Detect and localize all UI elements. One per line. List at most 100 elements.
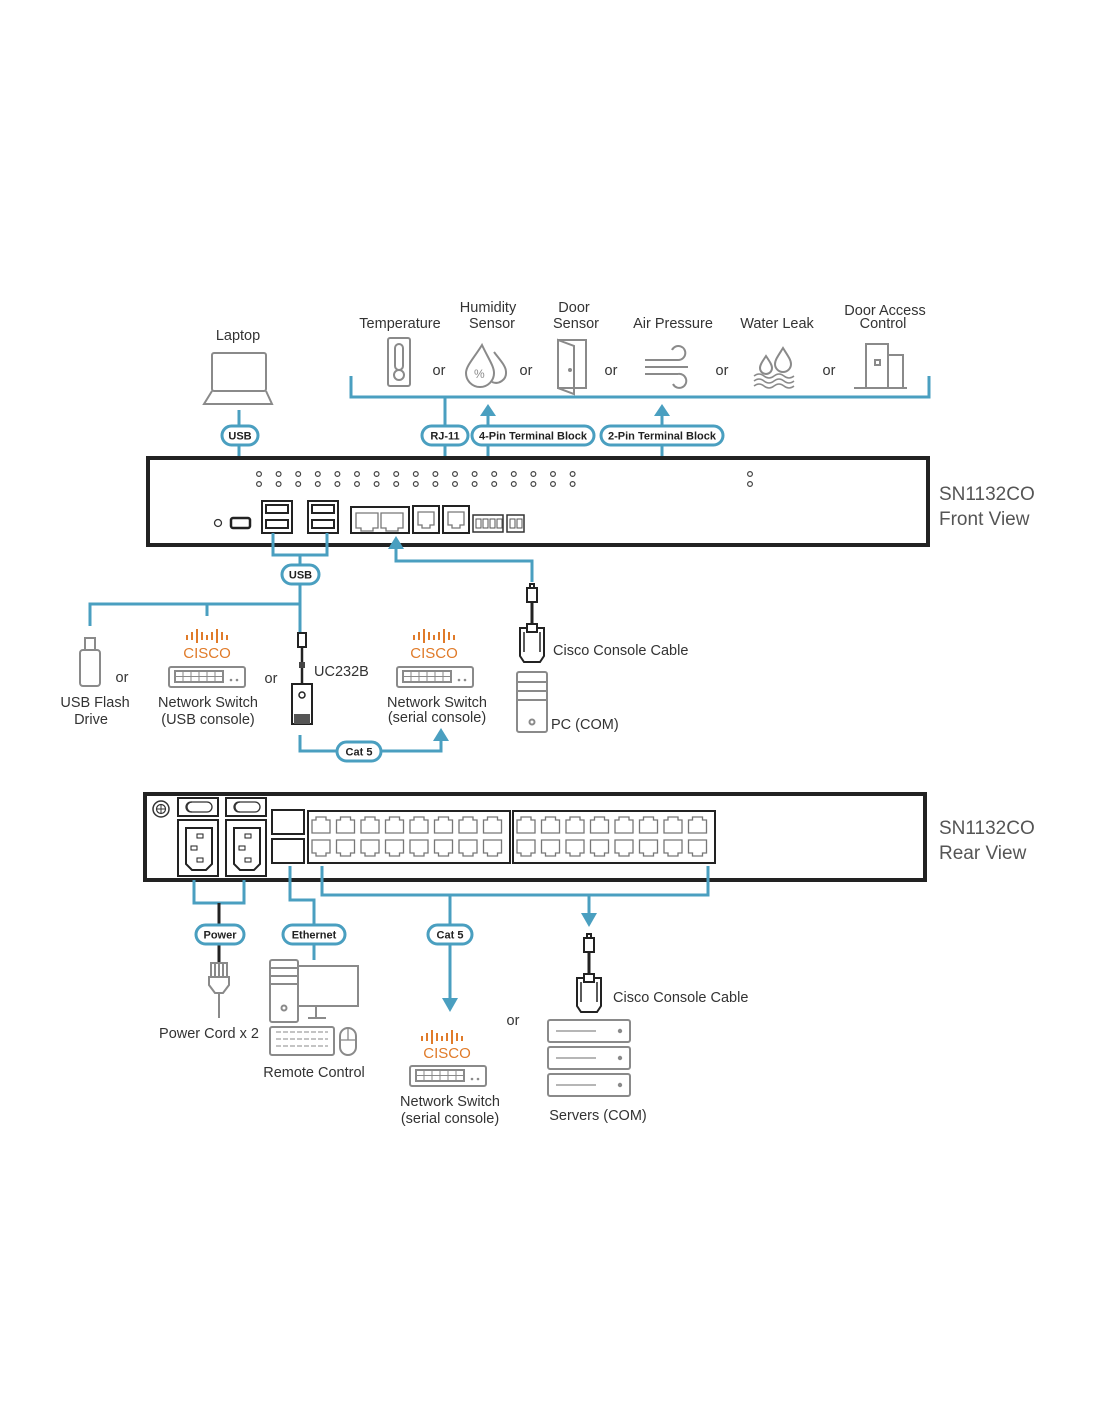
console-cable-label: Cisco Console Cable bbox=[553, 643, 688, 659]
serial-port[interactable] bbox=[589, 839, 610, 857]
serial-port[interactable] bbox=[311, 816, 331, 834]
serial-port[interactable] bbox=[565, 839, 585, 857]
svg-text:%: % bbox=[474, 367, 485, 381]
sensor-label-humidity-1: Humidity bbox=[460, 300, 517, 316]
uc232b-adapter-icon bbox=[291, 632, 313, 725]
serial-port[interactable] bbox=[311, 839, 331, 857]
serial-port[interactable] bbox=[433, 839, 454, 857]
2pin-terminal-block[interactable] bbox=[506, 514, 525, 533]
serial-port[interactable] bbox=[614, 816, 634, 834]
serial-port[interactable] bbox=[458, 816, 478, 834]
serial-port[interactable] bbox=[409, 816, 429, 834]
network-switch-icon bbox=[396, 666, 474, 688]
pc-com-label: PC (COM) bbox=[551, 717, 619, 733]
servers-label: Servers (COM) bbox=[549, 1108, 646, 1124]
usb-ports-1[interactable] bbox=[261, 500, 293, 534]
serial-port-bank-2 bbox=[512, 810, 716, 864]
serial-port[interactable] bbox=[516, 816, 536, 834]
svg-text:Cat 5: Cat 5 bbox=[437, 930, 464, 942]
serial-port[interactable] bbox=[589, 816, 610, 834]
led-indicator bbox=[354, 471, 361, 478]
serial-port[interactable] bbox=[458, 839, 478, 857]
servers-icon bbox=[547, 1019, 631, 1097]
network-switch-icon bbox=[168, 666, 246, 688]
humidity-icon: % bbox=[464, 342, 508, 388]
serial-port[interactable] bbox=[516, 839, 536, 857]
serial-port[interactable] bbox=[335, 816, 356, 834]
cat5-pill-front: Cat 5 bbox=[335, 740, 383, 763]
serial-port[interactable] bbox=[565, 816, 585, 834]
serial-port[interactable] bbox=[687, 839, 708, 857]
usb-pill-bottom: USB bbox=[280, 563, 321, 586]
pc-console-wire bbox=[394, 546, 534, 582]
led-indicator bbox=[373, 471, 380, 478]
usb-ports-2[interactable] bbox=[307, 500, 339, 534]
serial-port[interactable] bbox=[687, 816, 708, 834]
led-indicator bbox=[510, 481, 517, 488]
lan-port-2[interactable] bbox=[271, 838, 305, 864]
arrow-down-icon bbox=[581, 913, 597, 927]
4pin-terminal-block[interactable] bbox=[472, 514, 504, 533]
led-indicator bbox=[569, 481, 576, 488]
switch-serial-rear-label-2: (serial console) bbox=[401, 1111, 499, 1127]
serial-port[interactable] bbox=[360, 839, 380, 857]
serial-port[interactable] bbox=[384, 816, 405, 834]
serial-port[interactable] bbox=[614, 839, 634, 857]
wind-icon bbox=[645, 345, 688, 389]
usb-flash-label-1: USB Flash bbox=[60, 695, 129, 711]
lan-port-1[interactable] bbox=[271, 809, 305, 835]
led-indicator bbox=[491, 471, 498, 478]
sensor-label-water-leak: Water Leak bbox=[740, 316, 814, 332]
led-indicator bbox=[549, 481, 556, 488]
serial-port[interactable] bbox=[540, 839, 561, 857]
desktop-computer-icon bbox=[269, 959, 359, 1056]
cisco-logo-bars bbox=[413, 629, 455, 643]
sensor-label-door-access-2: Control bbox=[860, 316, 907, 332]
arrow-up-icon bbox=[433, 728, 449, 741]
serial-port-bank-1 bbox=[307, 810, 511, 864]
rj11-port-2[interactable] bbox=[442, 505, 470, 534]
serial-port[interactable] bbox=[360, 816, 380, 834]
led-indicator bbox=[432, 471, 439, 478]
serial-port[interactable] bbox=[482, 816, 503, 834]
network-switch-icon bbox=[409, 1065, 487, 1087]
power-inlet-1[interactable] bbox=[177, 819, 219, 877]
cat5-pill-rear: Cat 5 bbox=[426, 923, 474, 946]
serial-port[interactable] bbox=[638, 816, 659, 834]
serial-port[interactable] bbox=[663, 839, 683, 857]
led-indicator bbox=[275, 471, 282, 478]
power-switch-2[interactable] bbox=[225, 797, 267, 817]
led-indicator bbox=[295, 481, 302, 488]
rj11-port-1[interactable] bbox=[412, 505, 440, 534]
power-switch-1[interactable] bbox=[177, 797, 219, 817]
water-leak-icon bbox=[753, 346, 795, 389]
switch-usb-label-2: (USB console) bbox=[161, 712, 254, 728]
or-label: or bbox=[716, 363, 729, 379]
serial-port[interactable] bbox=[638, 839, 659, 857]
led-indicators bbox=[256, 471, 753, 488]
serial-port[interactable] bbox=[663, 816, 683, 834]
uc232b-label: UC232B bbox=[314, 664, 369, 680]
switch-serial-rear-label-1: Network Switch bbox=[400, 1094, 500, 1110]
usb-flash-label-2: Drive bbox=[74, 712, 108, 728]
mini-usb-port[interactable] bbox=[229, 516, 252, 530]
power-plug-icon bbox=[208, 962, 230, 1018]
or-label: or bbox=[605, 363, 618, 379]
reset-button[interactable] bbox=[213, 518, 223, 528]
serial-port[interactable] bbox=[409, 839, 429, 857]
serial-port[interactable] bbox=[482, 839, 503, 857]
power-cord-label: Power Cord x 2 bbox=[159, 1026, 259, 1042]
power-pill: Power bbox=[194, 923, 246, 946]
led-indicator bbox=[491, 481, 498, 488]
switch-serial-label-2: (serial console) bbox=[388, 710, 486, 726]
power-inlet-2[interactable] bbox=[225, 819, 267, 877]
serial-port[interactable] bbox=[384, 839, 405, 857]
serial-port[interactable] bbox=[433, 816, 454, 834]
arrow-up-icon bbox=[654, 404, 670, 416]
serial-port[interactable] bbox=[540, 816, 561, 834]
or-label: or bbox=[265, 671, 278, 687]
console-ethernet-ports[interactable] bbox=[350, 506, 410, 534]
serial-port[interactable] bbox=[335, 839, 356, 857]
usb-flash-drive-icon bbox=[79, 637, 101, 687]
